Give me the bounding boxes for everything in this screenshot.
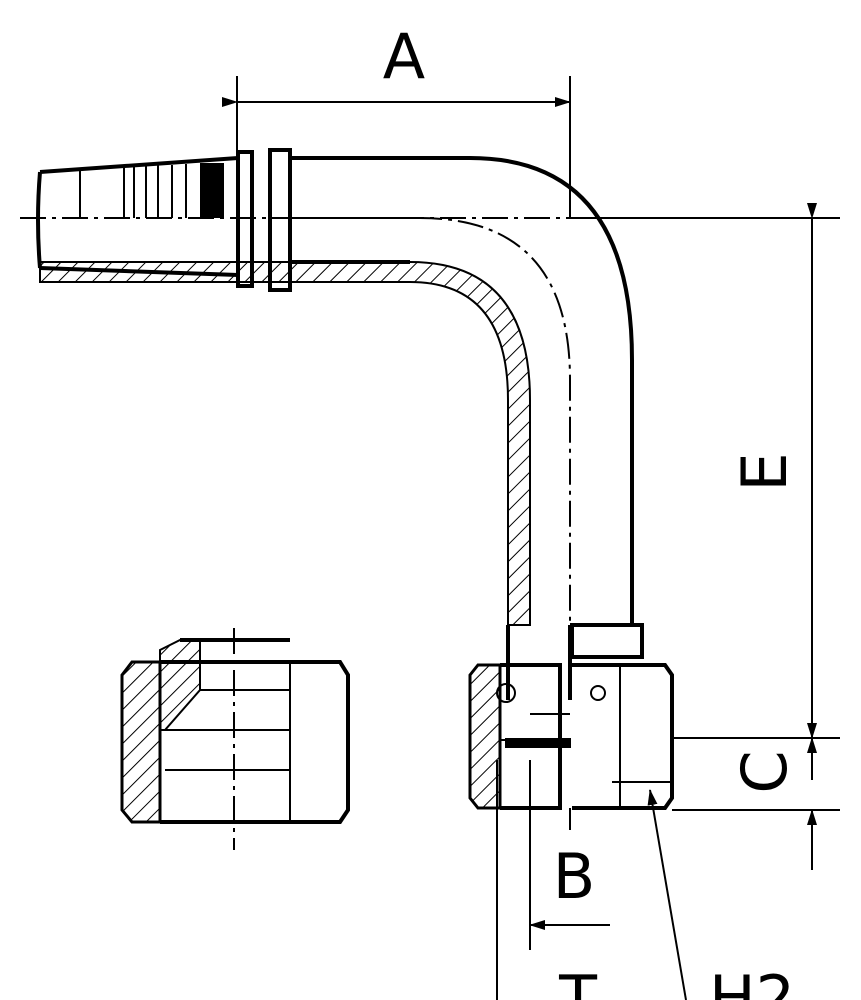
label-h2: H2 — [709, 962, 795, 1000]
label-c: C — [728, 750, 801, 793]
label-b: B — [553, 840, 596, 913]
label-a: A — [383, 20, 425, 93]
dimension-b: B — [529, 760, 610, 950]
label-e: E — [728, 452, 801, 491]
loose-nut-section — [120, 628, 350, 850]
elbow-fitting — [36, 148, 674, 810]
serration-grooves — [79, 163, 224, 218]
dimension-a: A — [222, 20, 571, 218]
dimension-c: C — [728, 737, 817, 870]
label-t: T — [558, 962, 598, 1000]
leader-h2: H2 — [647, 789, 795, 1000]
dimension-t: T — [496, 760, 598, 1000]
dimension-e: E — [672, 203, 840, 811]
